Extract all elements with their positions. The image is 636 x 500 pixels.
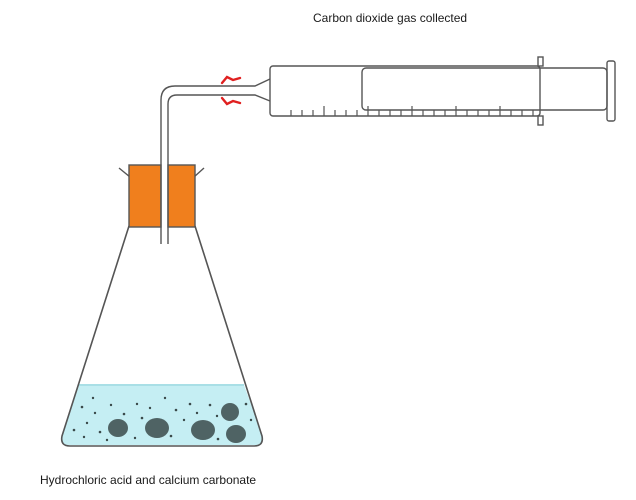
stopper-right: [167, 164, 196, 228]
syringe-graduations: [290, 106, 534, 116]
connector-bottom: [228, 94, 271, 102]
bent-glass-tube-icon: [160, 85, 228, 244]
gas-collected-label: Carbon dioxide gas collected: [313, 11, 468, 25]
solid-speck: [249, 418, 253, 422]
solid-speck: [148, 406, 152, 410]
solid-speck: [72, 428, 76, 432]
solid-speck: [98, 430, 102, 434]
solid-speck: [91, 396, 95, 400]
solid-speck: [109, 403, 113, 407]
solid-speck: [135, 402, 139, 406]
solid-speck: [195, 411, 199, 415]
calcium-carbonate-solid: [72, 396, 253, 443]
tube-clip-icon: [220, 75, 242, 106]
solid-speck: [215, 414, 219, 418]
tube-outer-wall: [160, 85, 228, 244]
syringe-plunger: [361, 67, 608, 111]
gas-syringe-icon: [269, 56, 616, 126]
solid-speck: [133, 436, 137, 440]
solid-speck: [182, 418, 186, 422]
solid-speck: [82, 435, 86, 439]
solid-speck: [208, 403, 212, 407]
syringe-flange-bottom: [537, 115, 544, 126]
solid-speck: [174, 408, 178, 412]
rubber-bung-icon: [128, 164, 196, 228]
solid-speck: [140, 416, 144, 420]
solid-speck: [169, 434, 173, 438]
connector-top: [228, 78, 271, 87]
solid-lump: [145, 418, 169, 438]
syringe-flange-top: [537, 56, 544, 67]
solid-speck: [93, 411, 97, 415]
tube-inner-wall: [167, 94, 228, 244]
conical-flask-icon: [60, 225, 264, 447]
solid-speck: [122, 412, 126, 416]
solid-speck: [188, 402, 192, 406]
solid-speck: [216, 437, 220, 441]
solid-lump: [108, 419, 128, 437]
clip-lower: [220, 96, 242, 106]
solid-speck: [244, 402, 248, 406]
stopper-left: [128, 164, 162, 228]
syringe-handle: [606, 60, 616, 122]
solid-lump: [221, 403, 239, 421]
solid-lump: [191, 420, 215, 440]
clip-upper: [220, 75, 242, 85]
flask-contents-label: Hydrochloric acid and calcium carbonate: [40, 473, 257, 487]
solid-speck: [85, 421, 89, 425]
connector: [228, 78, 271, 102]
flask-lip-left: [118, 167, 131, 178]
syringe-barrel: [269, 65, 541, 117]
solid-speck: [80, 405, 84, 409]
solid-lump: [226, 425, 246, 443]
solid-speck: [163, 396, 167, 400]
solid-speck: [105, 438, 109, 442]
